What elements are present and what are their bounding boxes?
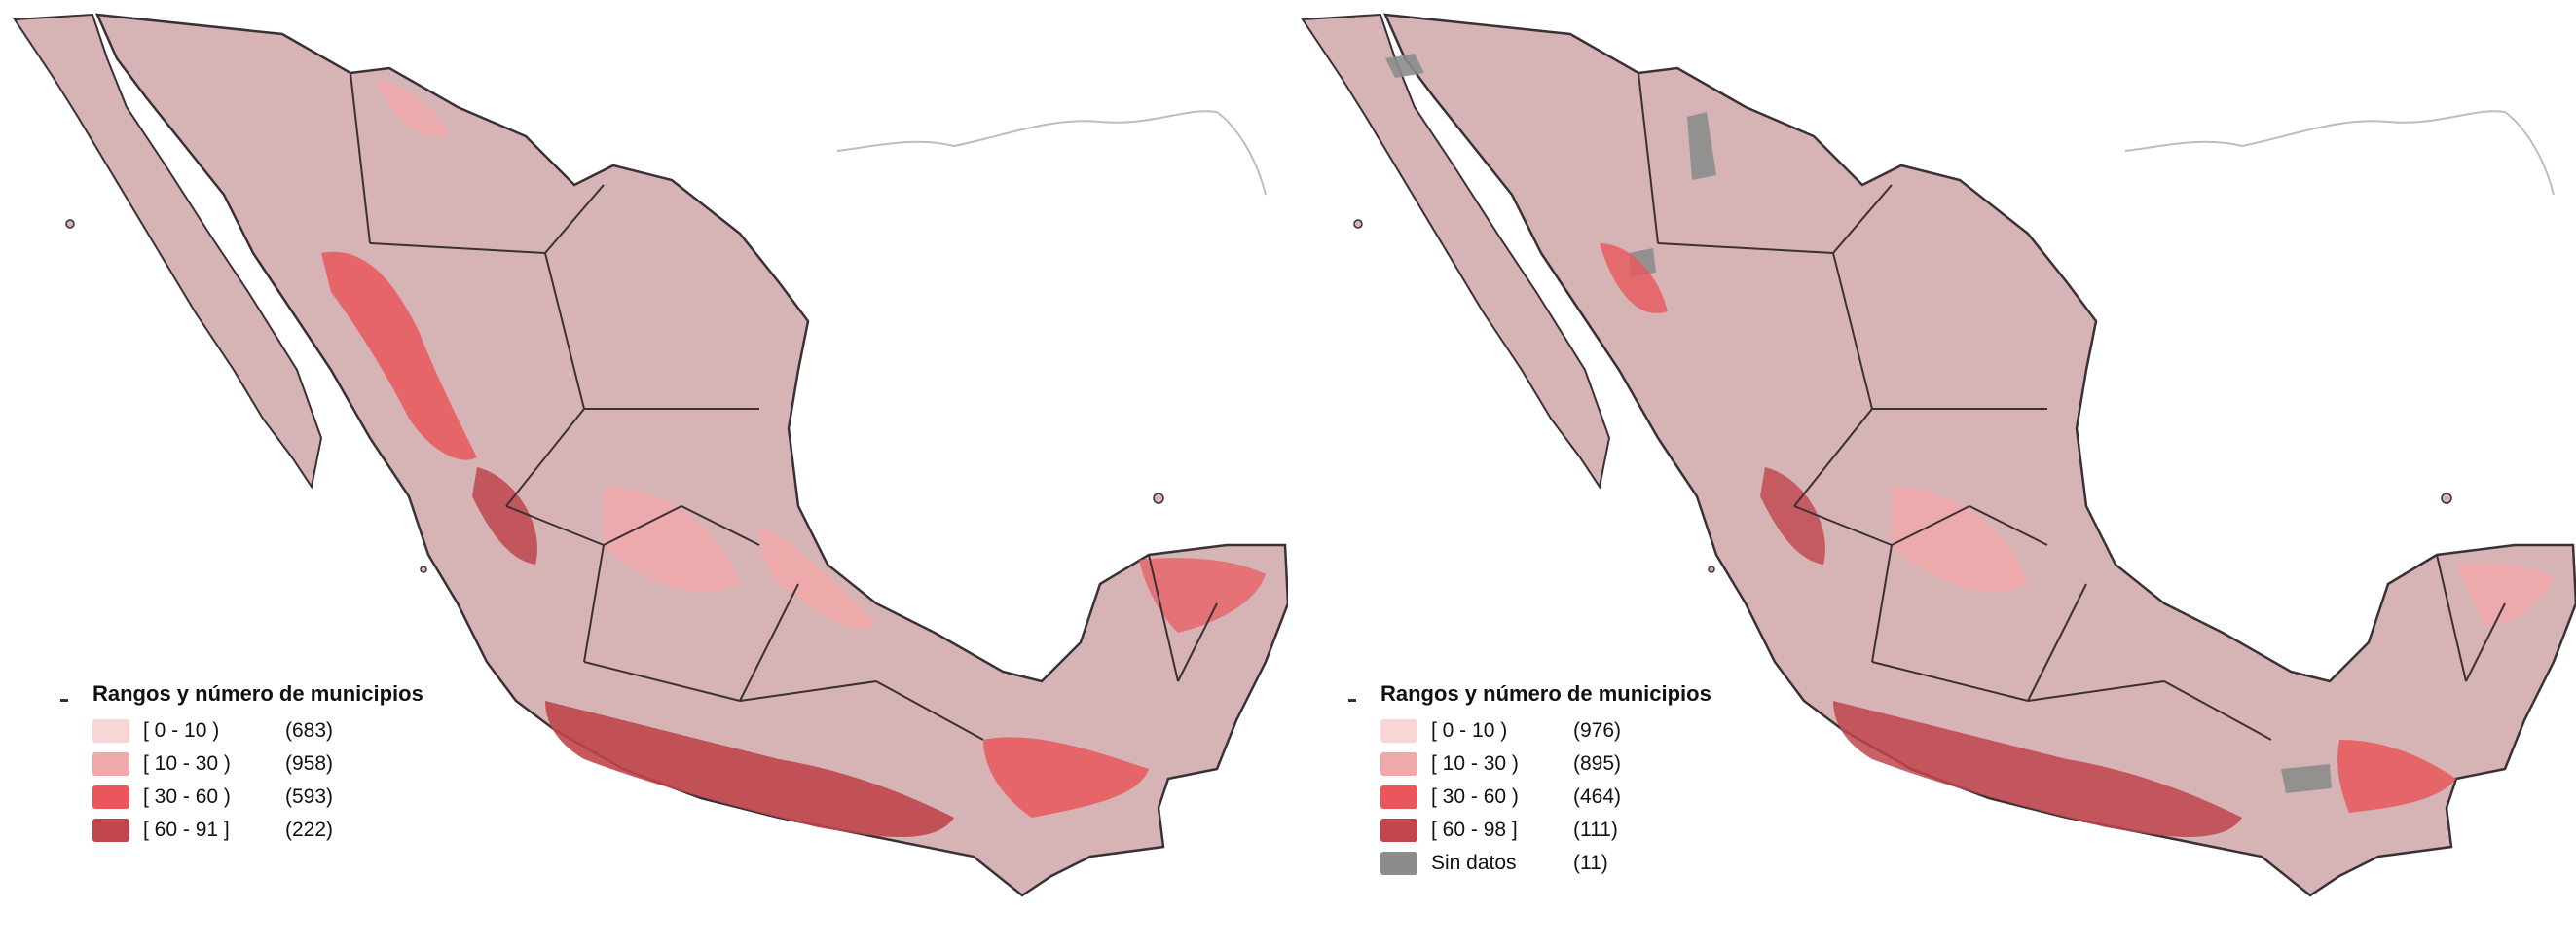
- legend-swatch: [1380, 852, 1417, 875]
- legend-swatch: [92, 819, 129, 842]
- legend-item: [ 60 - 91 ] (222): [92, 816, 423, 845]
- us-gulf-coast: [2124, 110, 2506, 152]
- legend-count: (976): [1573, 719, 1622, 742]
- legend-range: [ 30 - 60 ): [1431, 785, 1519, 808]
- legend-swatch: [92, 785, 129, 809]
- mexico-map-left: [13, 13, 1288, 897]
- legend-range: [ 10 - 30 ): [1431, 752, 1519, 775]
- guerrero-oaxaca-high: [1833, 701, 2242, 837]
- legend-item: [ 30 - 60 ) (464): [1380, 783, 1711, 812]
- legend-range: [ 60 - 91 ]: [143, 819, 230, 841]
- sonora-chihuahua-mid: [1600, 243, 1668, 313]
- legend-item: [ 0 - 10 ) (976): [1380, 716, 1711, 746]
- island: [2441, 493, 2452, 504]
- legend-swatch: [92, 719, 129, 743]
- legend-item: [ 0 - 10 ) (683): [92, 716, 423, 746]
- legend-item: [ 10 - 30 ) (958): [92, 749, 423, 779]
- veracruz-mid: [758, 526, 876, 630]
- map-panel-left: Rangos y número de municipios [ 0 - 10 )…: [13, 13, 1288, 897]
- legend-left: Rangos y número de municipios [ 0 - 10 )…: [92, 681, 423, 849]
- legend-swatch: [1380, 819, 1417, 842]
- nodata-patch: [1385, 54, 1424, 78]
- legend-count: (593): [285, 785, 334, 808]
- legend-item: Sin datos (11): [1380, 849, 1711, 878]
- legend-count: (895): [1573, 752, 1622, 775]
- legend-title: Rangos y número de municipios: [92, 681, 423, 706]
- legend-count: (222): [285, 819, 334, 841]
- legend-swatch: [92, 752, 129, 776]
- mexico-map-right: [1301, 13, 2576, 897]
- guerrero-oaxaca-high: [545, 701, 954, 837]
- island: [1708, 566, 1715, 573]
- baja-california: [13, 13, 323, 490]
- map-panel-right: Rangos y número de municipios [ 0 - 10 )…: [1288, 0, 2576, 949]
- nodata-patch: [2281, 764, 2332, 793]
- mainland-mexico: [1382, 13, 2576, 897]
- florida-coast: [2504, 111, 2555, 196]
- yucatan-high: [1139, 558, 1266, 633]
- legend-dash: [60, 699, 68, 702]
- legend-item: [ 60 - 98 ] (111): [1380, 816, 1711, 845]
- island: [420, 566, 427, 573]
- legend-range: [ 30 - 60 ): [143, 785, 231, 808]
- nodata-patch: [1687, 112, 1716, 180]
- yucatan-mid: [2456, 563, 2554, 628]
- legend-swatch: [1380, 719, 1417, 743]
- legend-count: (111): [1573, 819, 1618, 841]
- legend-range: Sin datos: [1431, 852, 1517, 874]
- state-borders: [350, 72, 1218, 741]
- legend-range: [ 10 - 30 ): [143, 752, 231, 775]
- chiapas-high: [2337, 740, 2456, 813]
- central-mid: [1892, 487, 2028, 592]
- mainland-mexico: [94, 13, 1288, 897]
- chiapas-high: [983, 737, 1149, 818]
- nayarit-jalisco-high: [1760, 467, 1825, 565]
- florida-coast: [1216, 111, 1267, 196]
- island: [1153, 493, 1164, 504]
- legend-swatch: [1380, 752, 1417, 776]
- legend-count: (683): [285, 719, 334, 742]
- baja-california: [1301, 13, 1611, 490]
- legend-dash: [1348, 699, 1356, 702]
- island: [65, 219, 75, 229]
- legend-item: [ 30 - 60 ) (593): [92, 783, 423, 812]
- legend-range: [ 0 - 10 ): [1431, 719, 1508, 742]
- legend-right: Rangos y número de municipios [ 0 - 10 )…: [1380, 681, 1711, 882]
- legend-title: Rangos y número de municipios: [1380, 681, 1711, 706]
- island: [1353, 219, 1363, 229]
- central-mid: [604, 487, 740, 592]
- state-borders: [1638, 72, 2506, 741]
- legend-count: (464): [1573, 785, 1622, 808]
- chihuahua-north-mid: [375, 78, 448, 137]
- legend-swatch: [1380, 785, 1417, 809]
- legend-range: [ 0 - 10 ): [143, 719, 220, 742]
- legend-range: [ 60 - 98 ]: [1431, 819, 1518, 841]
- legend-item: [ 10 - 30 ) (895): [1380, 749, 1711, 779]
- sierra-madre-occidental-high: [321, 251, 477, 460]
- nayarit-jalisco-high: [472, 467, 537, 565]
- us-gulf-coast: [836, 110, 1218, 152]
- legend-count: (11): [1573, 852, 1608, 874]
- legend-count: (958): [285, 752, 334, 775]
